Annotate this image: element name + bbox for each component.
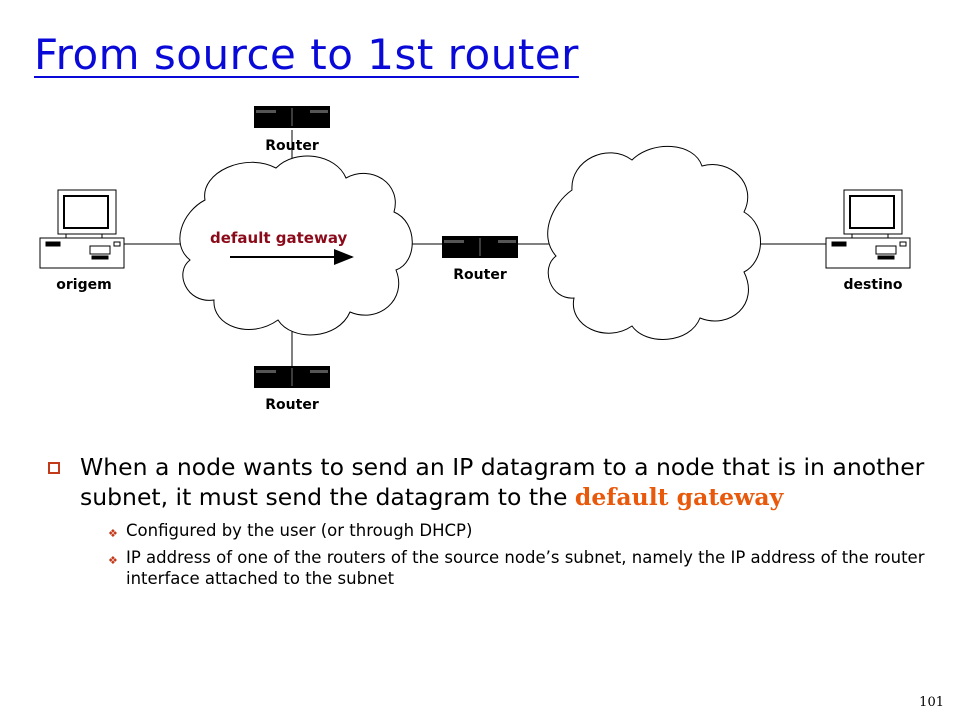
network-diagram: Router Router Router default gateway ori… (39, 106, 911, 413)
middle-router-label: Router (453, 267, 507, 283)
sub-bullet-text: Configured by the user (or through DHCP) (126, 521, 473, 540)
page-number: 101 (919, 695, 944, 710)
destination-label: destino (844, 277, 903, 293)
source-subnet-cloud (179, 155, 413, 336)
sub-bullet-text: IP address of one of the routers of the … (126, 548, 925, 588)
main-bullet: When a node wants to send an IP datagram… (48, 452, 928, 589)
top-router-icon (254, 106, 330, 128)
bullet-list: When a node wants to send an IP datagram… (48, 452, 928, 595)
middle-router-icon (442, 236, 518, 258)
sub-bullet-item: ❖ IP address of one of the routers of th… (108, 547, 928, 589)
source-label: origem (56, 277, 111, 293)
sub-bullet-list: ❖ Configured by the user (or through DHC… (80, 520, 928, 589)
slide-title: From source to 1st router (34, 30, 579, 79)
main-bullet-text: When a node wants to send an IP datagram… (80, 453, 925, 511)
bottom-router-icon (254, 366, 330, 388)
default-gateway-label: default gateway (210, 229, 347, 247)
source-computer-icon (39, 189, 125, 269)
destination-subnet-cloud (547, 146, 761, 340)
destination-computer-icon (825, 189, 911, 269)
default-gateway-highlight: default gateway (574, 483, 784, 511)
diamond-bullet-icon: ❖ (108, 554, 118, 567)
top-router-label: Router (265, 138, 319, 154)
sub-bullet-item: ❖ Configured by the user (or through DHC… (108, 520, 928, 541)
diamond-bullet-icon: ❖ (108, 527, 118, 540)
square-bullet-icon (48, 462, 60, 474)
bottom-router-label: Router (265, 397, 319, 413)
